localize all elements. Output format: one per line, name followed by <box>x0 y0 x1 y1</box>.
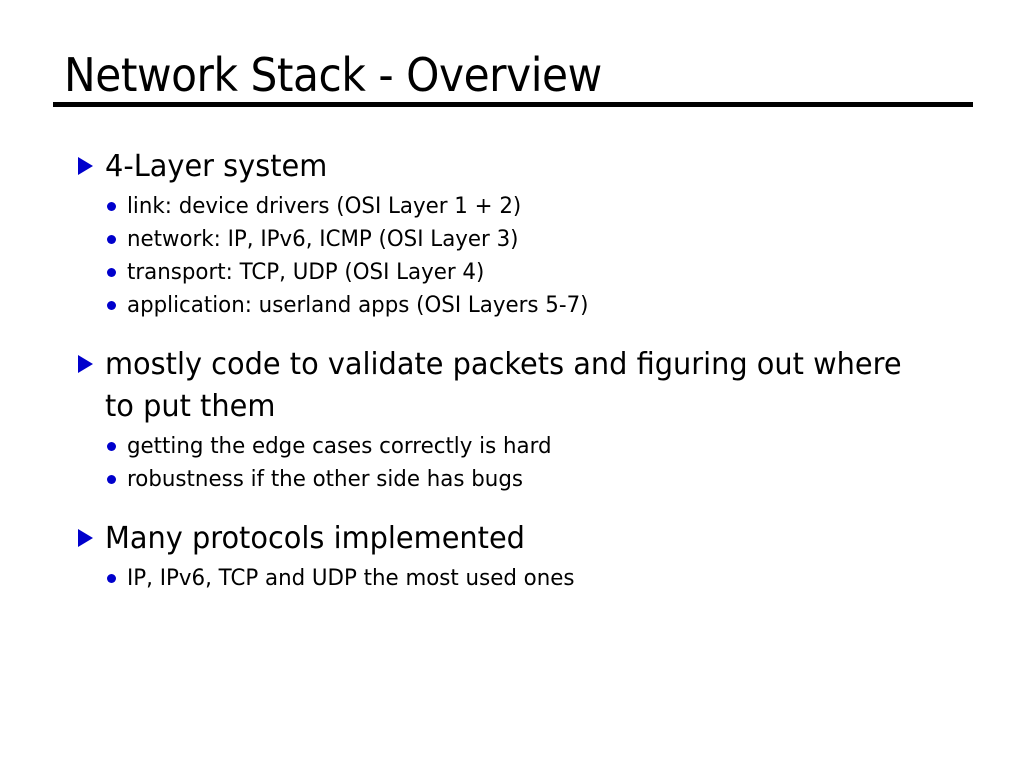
dot-bullet-icon <box>107 301 116 310</box>
triangle-bullet-icon <box>78 157 93 175</box>
sub-bullet: getting the edge cases correctly is hard <box>0 430 1024 463</box>
bullet-group: 4-Layer system link: device drivers (OSI… <box>0 146 1024 322</box>
title-underline-rule <box>53 102 973 107</box>
sub-bullet-text: transport: TCP, UDP (OSI Layer 4) <box>127 260 485 285</box>
dot-bullet-icon <box>107 268 116 277</box>
sub-bullet-text: getting the edge cases correctly is hard <box>127 434 552 459</box>
dot-bullet-icon <box>107 235 116 244</box>
dot-bullet-icon <box>107 574 116 583</box>
sub-bullet: link: device drivers (OSI Layer 1 + 2) <box>0 190 1024 223</box>
sub-bullet-text: application: userland apps (OSI Layers 5… <box>127 293 589 318</box>
sub-bullet: application: userland apps (OSI Layers 5… <box>0 289 1024 322</box>
page-title: Network Stack - Overview <box>64 48 602 102</box>
title-block: Network Stack - Overview <box>53 48 973 107</box>
sub-bullet-text: robustness if the other side has bugs <box>127 467 524 492</box>
dot-bullet-icon <box>107 475 116 484</box>
top-level-bullet: mostly code to validate packets and figu… <box>0 344 1024 428</box>
slide-body: 4-Layer system link: device drivers (OSI… <box>0 146 1024 595</box>
sub-bullet-text: IP, IPv6, TCP and UDP the most used ones <box>127 566 575 591</box>
triangle-bullet-icon <box>78 355 93 373</box>
sub-bullet-text: network: IP, IPv6, ICMP (OSI Layer 3) <box>127 227 519 252</box>
sub-bullet: transport: TCP, UDP (OSI Layer 4) <box>0 256 1024 289</box>
top-level-bullet: 4-Layer system <box>0 146 1024 188</box>
top-level-bullet-text: 4-Layer system <box>105 149 328 184</box>
bullet-group: Many protocols implemented IP, IPv6, TCP… <box>0 518 1024 595</box>
sub-bullet: network: IP, IPv6, ICMP (OSI Layer 3) <box>0 223 1024 256</box>
bullet-group: mostly code to validate packets and figu… <box>0 344 1024 496</box>
triangle-bullet-icon <box>78 529 93 547</box>
sub-bullet-text: link: device drivers (OSI Layer 1 + 2) <box>127 194 522 219</box>
dot-bullet-icon <box>107 202 116 211</box>
sub-bullet: robustness if the other side has bugs <box>0 463 1024 496</box>
top-level-bullet: Many protocols implemented <box>0 518 1024 560</box>
top-level-bullet-text: Many protocols implemented <box>105 521 525 556</box>
top-level-bullet-text: mostly code to validate packets and figu… <box>105 347 902 424</box>
sub-bullet: IP, IPv6, TCP and UDP the most used ones <box>0 562 1024 595</box>
dot-bullet-icon <box>107 442 116 451</box>
